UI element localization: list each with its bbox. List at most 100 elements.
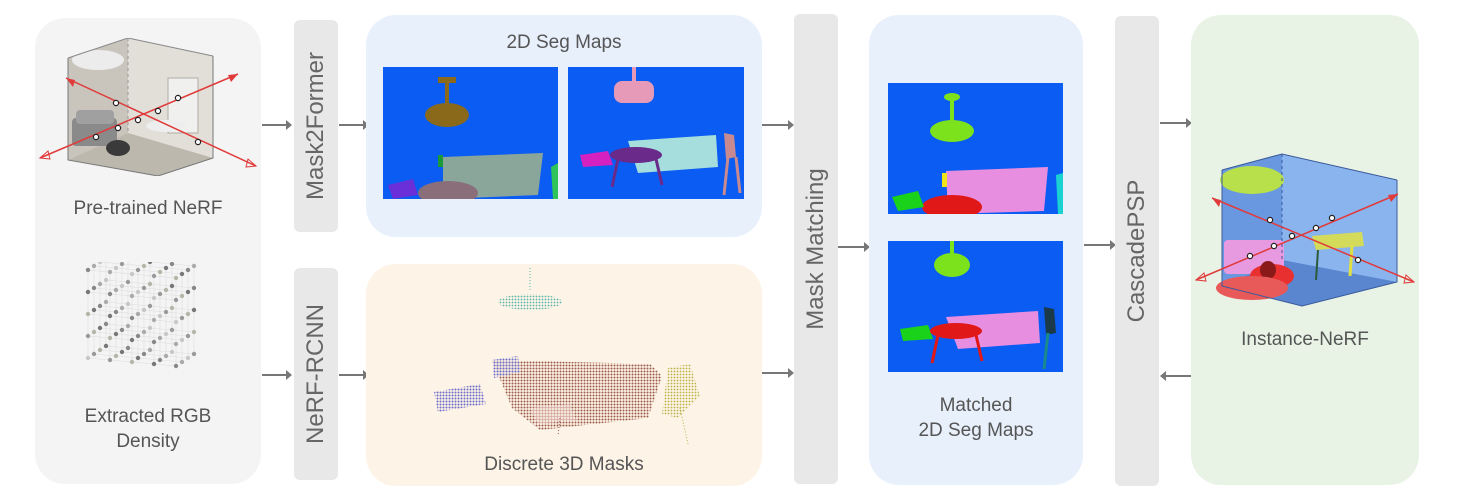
density-point (185, 289, 191, 295)
density-point (119, 349, 125, 355)
density-point (151, 273, 157, 279)
density-point (185, 267, 191, 273)
density-point (191, 263, 197, 269)
density-point (157, 313, 163, 319)
density-point (141, 351, 147, 357)
density-point (129, 293, 135, 299)
density-point (163, 353, 169, 359)
density-point (97, 325, 103, 331)
density-point (169, 349, 175, 355)
density-point (85, 333, 91, 339)
seg-map-1 (383, 67, 558, 199)
density-point (113, 353, 119, 359)
density-point (135, 355, 141, 361)
density-point (113, 309, 119, 315)
density-point (147, 325, 153, 331)
density-point (151, 295, 157, 301)
density-point (91, 285, 97, 291)
extracted-density-label: Extracted RGB Density (40, 404, 256, 454)
density-point (113, 265, 119, 271)
density-point (169, 283, 175, 289)
density-point (129, 359, 135, 365)
density-point (129, 337, 135, 343)
matched-label-line1: Matched (939, 395, 1013, 416)
matched-seg-map-2 (888, 241, 1063, 372)
density-point (169, 262, 175, 267)
density-point (147, 262, 153, 265)
density-point (169, 305, 175, 311)
density-point (157, 357, 163, 363)
cascadepsp-label: CascadePSP (1123, 179, 1150, 323)
density-point (141, 307, 147, 313)
density-point (147, 303, 153, 309)
density-point (163, 309, 169, 315)
density-point (185, 355, 191, 361)
masks3d-pointcloud (400, 268, 740, 454)
density-point (129, 315, 135, 321)
density-point (151, 361, 157, 367)
density-point (85, 267, 91, 273)
density-point (91, 351, 97, 357)
arrow-instance-to-cascadepsp (1160, 371, 1192, 381)
density-point (119, 283, 125, 289)
density-point (125, 345, 131, 351)
density-point (173, 319, 179, 325)
density-point (173, 275, 179, 281)
density-point (151, 317, 157, 323)
mask2former-bar: Mask2Former (294, 20, 338, 232)
matched-label-line2: 2D Seg Maps (918, 420, 1034, 441)
density-point (119, 327, 125, 333)
density-point (191, 329, 197, 335)
arrow-masks-to-matching (762, 368, 794, 378)
density-point (191, 285, 197, 291)
density-point (157, 291, 163, 297)
density-point (119, 262, 125, 267)
arrow-matched-to-cascadepsp (1084, 240, 1116, 250)
density-point (107, 357, 113, 363)
density-point (135, 267, 141, 273)
instance-nerf-cube (1192, 150, 1418, 310)
matched-label: Matched 2D Seg Maps (869, 393, 1083, 443)
density-point (141, 329, 147, 335)
density-point (103, 343, 109, 349)
density-point (173, 297, 179, 303)
density-point (85, 289, 91, 295)
density-point (97, 262, 103, 265)
density-point (185, 333, 191, 339)
density-point (191, 351, 197, 357)
arrow-mask2former-to-seg (339, 120, 369, 130)
density-point (91, 329, 97, 335)
seg-map-2 (568, 67, 744, 199)
density-point (179, 271, 185, 277)
density-grid (80, 262, 210, 382)
density-point (173, 341, 179, 347)
extracted-density-line1: Extracted RGB (84, 406, 212, 427)
density-point (119, 305, 125, 311)
mask2former-label: Mask2Former (302, 51, 329, 201)
density-point (107, 313, 113, 319)
arrow-density-to-nerf-rcnn (262, 370, 292, 380)
density-point (135, 311, 141, 317)
density-point (97, 281, 103, 287)
arrow-nerf-to-mask2former (262, 120, 292, 130)
density-point (135, 333, 141, 339)
density-point (141, 263, 147, 269)
density-point (163, 287, 169, 293)
density-point (97, 303, 103, 309)
extracted-density-line2: Density (116, 431, 180, 452)
density-point (103, 277, 109, 283)
density-point (125, 279, 131, 285)
density-point (97, 347, 103, 353)
density-point (113, 287, 119, 293)
mask-matching-label: Mask Matching (802, 168, 829, 330)
density-point (151, 339, 157, 345)
density-point (147, 347, 153, 353)
density-point (85, 311, 91, 317)
density-point (173, 363, 179, 369)
density-point (125, 301, 131, 307)
density-point (113, 331, 119, 337)
density-point (169, 327, 175, 333)
instance-nerf-label: Instance-NeRF (1241, 329, 1369, 350)
density-point (179, 315, 185, 321)
matched-seg-map-1 (888, 83, 1063, 214)
